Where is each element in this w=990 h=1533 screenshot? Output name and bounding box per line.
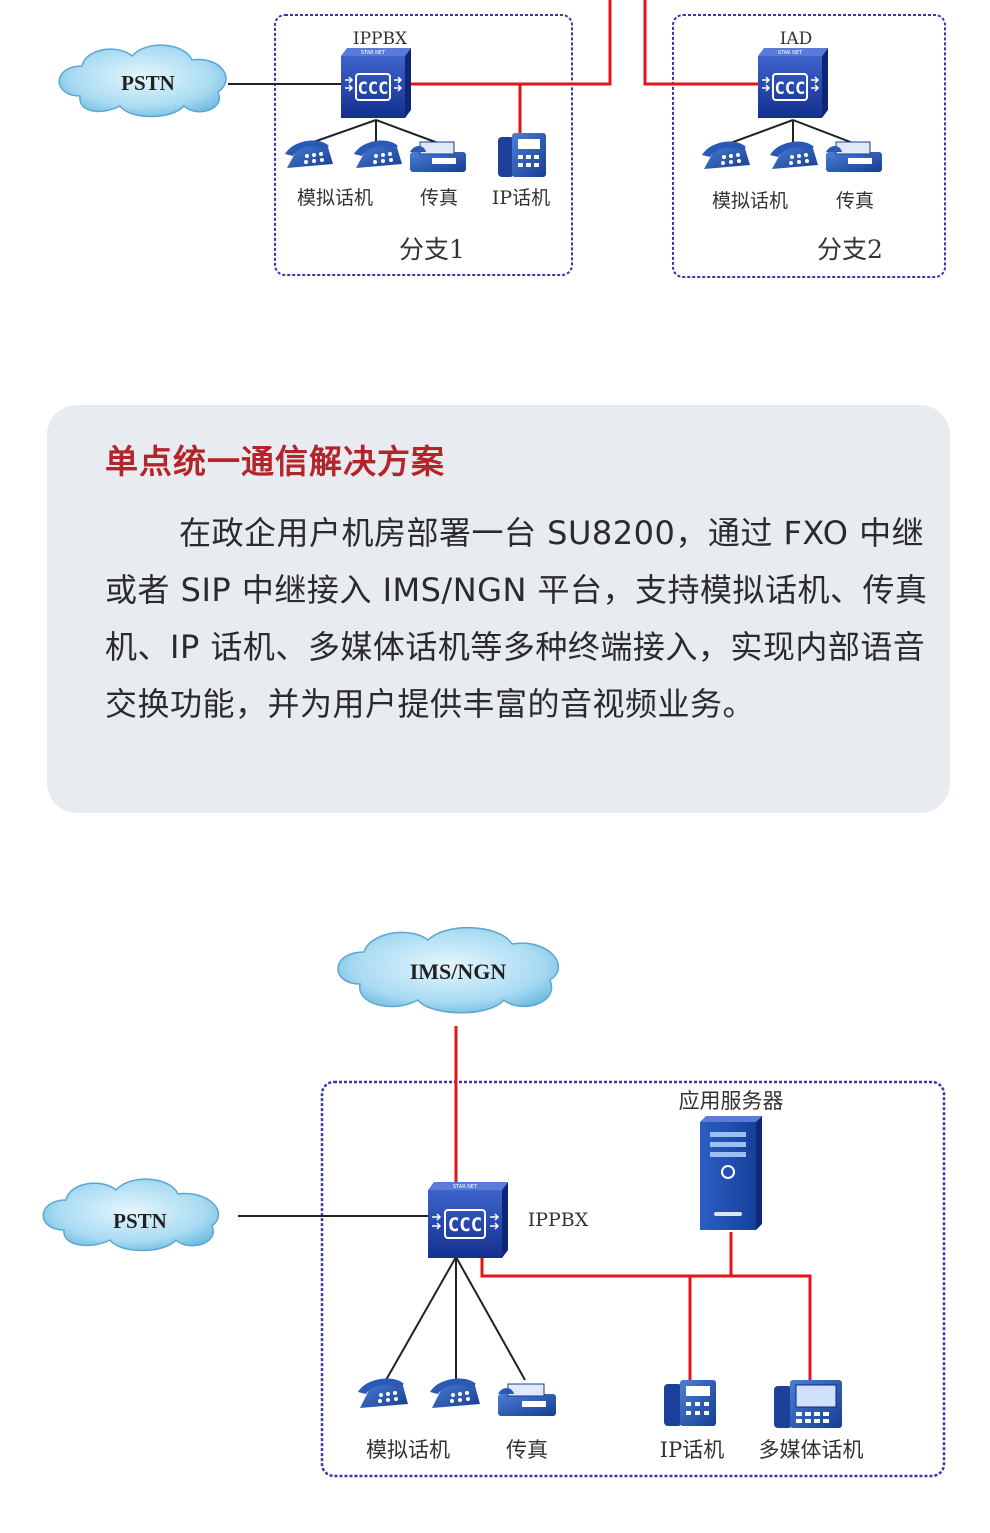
multimedia-phone-icon: [774, 1380, 842, 1428]
card-body: 在政企用户机房部署一台 SU8200，通过 FXO 中继或者 SIP 中继接入 …: [105, 514, 928, 723]
ippbx-device-icon: STAR NET CCC: [428, 1182, 508, 1258]
pstn-label-bottom: PSTN: [113, 1209, 167, 1233]
bottom-network-diagram: IMS/NGN PSTN STAR NET CCC IPPBX 应用服务器: [42, 926, 946, 1478]
branch1-device-label: IPPBX: [353, 29, 408, 49]
analog-phone-icon: [770, 141, 818, 169]
site-frame: [320, 1080, 946, 1478]
link-b1-fax: [375, 119, 439, 144]
fax-icon: [826, 141, 882, 172]
analog-phone-icon: [702, 141, 750, 169]
bottom-term-label-2: IP话机: [660, 1438, 724, 1462]
analog-phone-icon: [430, 1378, 480, 1408]
branch2-device-label: IAD: [780, 29, 813, 49]
bottom-term-label-3: 多媒体话机: [759, 1438, 864, 1462]
card-title: 单点统一通信解决方案: [105, 442, 445, 481]
analog-phone-icon: [358, 1378, 408, 1408]
ims-ngn-label: IMS/NGN: [410, 959, 507, 984]
device-brand: STAR NET: [778, 50, 803, 56]
server-icon: [700, 1116, 762, 1230]
iad-device-icon: STAR NET CCC: [758, 48, 828, 118]
pstn-cloud-icon: PSTN: [42, 1178, 220, 1252]
branch2-frame: [672, 14, 946, 278]
fax-icon: [410, 141, 466, 172]
bottom-term-label-0: 模拟话机: [366, 1438, 450, 1462]
link-b2-phone: [724, 119, 794, 146]
b1-term-label-0: 模拟话机: [297, 187, 373, 209]
link-b2-fax: [792, 119, 854, 144]
link-ippbx-bus: [480, 1258, 812, 1382]
link-bottom-fax: [455, 1256, 526, 1381]
ip-phone-icon: [498, 133, 546, 177]
b1-term-label-1: 传真: [420, 187, 458, 209]
ippbx-device-icon: STAR NET CCC: [341, 48, 411, 118]
ims-ngn-cloud-icon: IMS/NGN: [337, 926, 560, 1014]
top-network-diagram: PSTN STAR NET CCC IPPBX 模拟话机 传真 IP话机 分支1: [58, 0, 946, 278]
bottom-term-label-1: 传真: [506, 1438, 548, 1462]
analog-phone-icon: [285, 140, 333, 168]
device-brand: STAR NET: [361, 50, 386, 56]
ip-phone-icon: [664, 1380, 716, 1426]
b1-term-label-2: IP话机: [492, 187, 550, 209]
branch1-label: 分支1: [399, 235, 465, 264]
link-branch2-uplink: [643, 0, 758, 86]
ippbx-label: IPPBX: [528, 1209, 589, 1231]
fax-icon: [498, 1383, 556, 1416]
device-logo: CCC: [358, 79, 389, 99]
b2-term-label-1: 传真: [836, 190, 874, 212]
link-bottom-phone-1: [385, 1256, 457, 1381]
b2-term-label-0: 模拟话机: [712, 190, 788, 212]
solution-card: 单点统一通信解决方案 在政企用户机房部署一台 SU8200，通过 FXO 中继或…: [47, 405, 950, 813]
pstn-label: PSTN: [121, 71, 175, 95]
analog-phone-icon: [354, 140, 402, 168]
device-brand: STAR NET: [453, 1184, 478, 1190]
device-logo: CCC: [448, 1214, 482, 1236]
branch2-label: 分支2: [817, 235, 883, 264]
device-logo: CCC: [775, 79, 806, 99]
server-label: 应用服务器: [679, 1089, 784, 1113]
branch1-frame: [274, 14, 573, 276]
link-branch1-uplink: [411, 0, 612, 86]
pstn-cloud-icon: PSTN: [58, 44, 227, 118]
